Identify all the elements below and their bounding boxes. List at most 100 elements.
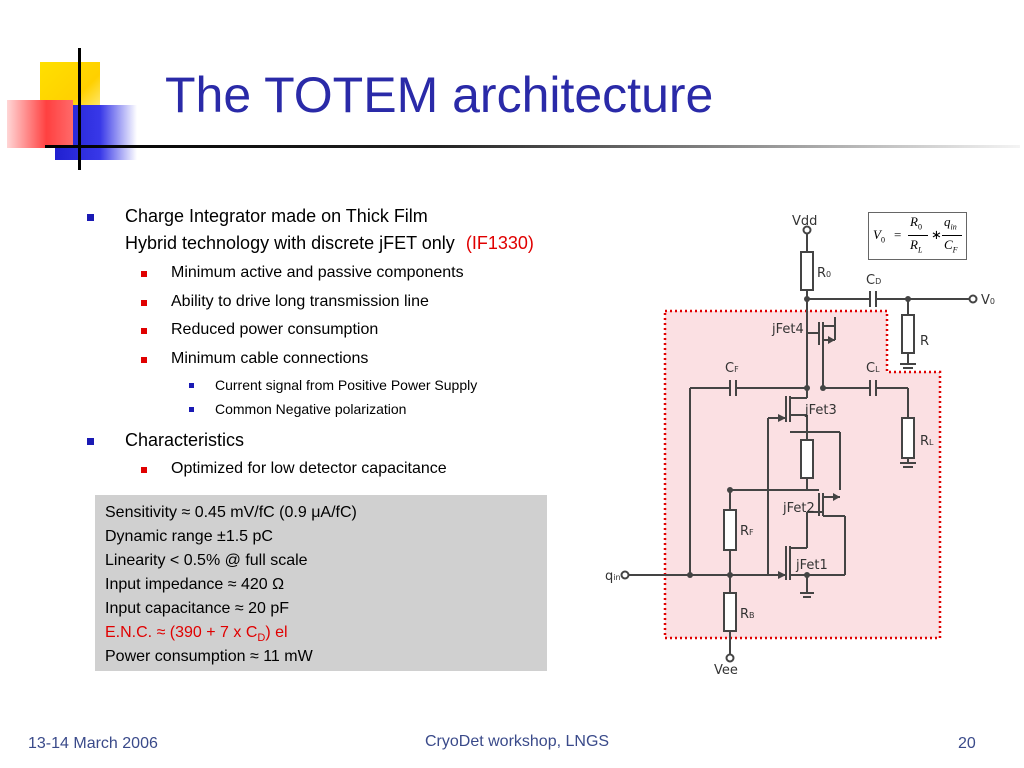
label-r0: R0 — [817, 266, 831, 281]
label-r0-sub: 0 — [826, 270, 831, 279]
logo-red-square — [7, 100, 73, 148]
bullet-square-icon — [87, 214, 94, 221]
formula-box: V0 = R0 RL ∗ qin CF — [868, 212, 967, 260]
formula-den2: CF — [944, 237, 958, 255]
label-rf: RF — [740, 524, 754, 539]
char-dynamic-range: Dynamic range ±1.5 pC — [105, 528, 273, 545]
char-sensitivity: Sensitivity ≈ 0.45 mV/fC (0.9 μA/fC) — [105, 504, 357, 521]
bullet-square-icon — [87, 438, 94, 445]
formula-num2-main: q — [944, 214, 951, 229]
formula-lhs-sub: 0 — [880, 235, 885, 245]
formula-lhs: V0 — [873, 227, 885, 245]
resistor-r0 — [800, 251, 814, 291]
label-vee: Vee — [714, 663, 738, 678]
label-cf-main: C — [725, 361, 734, 376]
label-cl-sub: L — [875, 365, 880, 374]
formula-num1-main: R — [910, 214, 918, 229]
bullet-hybrid-technology: Hybrid technology with discrete jFET onl… — [125, 233, 534, 254]
slide-title: The TOTEM architecture — [165, 67, 714, 123]
label-rl-main: R — [920, 434, 929, 449]
bullet-hybrid-code: (IF1330) — [465, 233, 534, 253]
label-v0-sub: 0 — [990, 297, 995, 306]
char-enc-post: ) el — [265, 624, 288, 641]
sub-sub-bullet-icon — [189, 407, 194, 412]
formula-fraction-bar — [908, 235, 928, 236]
sub-bullet-power-consumption: Reduced power consumption — [171, 321, 379, 338]
formula-den2-sub: F — [952, 245, 958, 255]
terminal-vdd — [802, 225, 812, 235]
bullet-characteristics: Characteristics — [125, 430, 245, 450]
label-qin-main: q — [605, 569, 613, 584]
sub-bullet-icon — [141, 328, 147, 334]
label-rb-sub: B — [749, 611, 755, 620]
resistor-rb — [723, 592, 737, 632]
label-vdd: Vdd — [792, 214, 817, 229]
logo-decoration — [0, 45, 160, 170]
formula-equals: = — [894, 227, 902, 242]
label-jfet4: jFet4 — [771, 322, 804, 337]
sub-sub-bullet-current-signal: Current signal from Positive Power Suppl… — [215, 377, 478, 393]
label-cf-sub: F — [734, 365, 739, 374]
sub-bullet-icon — [141, 300, 147, 306]
logo-vertical-line — [78, 48, 81, 170]
label-r: R — [920, 334, 929, 349]
char-linearity: Linearity < 0.5% @ full scale — [105, 552, 308, 569]
label-rf-main: R — [740, 524, 749, 539]
formula-num2: qin — [944, 214, 957, 232]
label-r0-main: R — [817, 266, 826, 281]
label-rl: RL — [920, 434, 934, 449]
label-jfet3: jFet3 — [804, 403, 837, 418]
char-power-consumption: Power consumption ≈ 11 mW — [105, 648, 313, 665]
label-cd-sub: D — [875, 277, 881, 286]
footer-date: 13-14 March 2006 — [28, 735, 158, 752]
char-enc-pre: E.N.C. ≈ (390 + 7 x C — [105, 624, 258, 641]
resistor-rl — [901, 417, 915, 459]
footer-event: CryoDet workshop, LNGS — [425, 733, 610, 750]
terminal-vee — [725, 653, 735, 663]
formula-lhs-main: V — [873, 227, 881, 242]
sub-bullet-icon — [141, 271, 147, 277]
terminal-qin — [620, 570, 630, 580]
label-v0: V0 — [981, 293, 995, 308]
sub-sub-bullet-icon — [189, 383, 194, 388]
label-cf: CF — [725, 361, 739, 376]
label-rl-sub: L — [929, 438, 934, 447]
resistor-rf — [723, 509, 737, 551]
char-enc-sub: D — [257, 632, 266, 645]
bullet-charge-integrator: Charge Integrator made on Thick Film — [125, 206, 428, 226]
formula-num2-sub: in — [950, 222, 957, 232]
label-v0-main: V — [981, 293, 990, 308]
formula-num1: R0 — [910, 214, 922, 232]
characteristics-box: Sensitivity ≈ 0.45 mV/fC (0.9 μA/fC) Dyn… — [95, 495, 547, 671]
sub-sub-bullet-common-negative: Common Negative polarization — [215, 401, 407, 417]
label-cl: CL — [866, 361, 880, 376]
label-rb-main: R — [740, 607, 749, 622]
sub-bullet-icon — [141, 357, 147, 363]
footer-page-number: 20 — [958, 735, 976, 752]
terminal-vo — [968, 294, 978, 304]
bullet-hybrid-text: Hybrid technology with discrete jFET onl… — [125, 233, 455, 253]
sub-bullet-low-capacitance: Optimized for low detector capacitance — [171, 460, 447, 477]
resistor-middle — [800, 439, 814, 479]
formula-den1-sub: L — [917, 245, 923, 255]
formula-den2-main: C — [944, 237, 953, 252]
label-jfet2: jFet2 — [782, 501, 815, 516]
label-cd: CD — [866, 273, 881, 288]
resistor-r — [901, 314, 915, 354]
formula-fraction-bar — [942, 235, 962, 236]
label-qin: qin — [605, 569, 621, 584]
formula-den1: RL — [910, 237, 922, 255]
formula-den1-main: R — [910, 237, 918, 252]
sub-bullet-icon — [141, 467, 147, 473]
label-cd-main: C — [866, 273, 875, 288]
label-cl-main: C — [866, 361, 875, 376]
char-enc: E.N.C. ≈ (390 + 7 x CD) el — [105, 624, 288, 644]
formula-num1-sub: 0 — [917, 222, 922, 232]
formula-times: ∗ — [931, 227, 942, 242]
label-rb: RB — [740, 607, 755, 622]
label-jfet1: jFet1 — [795, 558, 828, 573]
sub-bullet-transmission-line: Ability to drive long transmission line — [171, 293, 429, 310]
char-input-impedance: Input impedance ≈ 420 Ω — [105, 576, 285, 593]
label-rf-sub: F — [749, 528, 754, 537]
